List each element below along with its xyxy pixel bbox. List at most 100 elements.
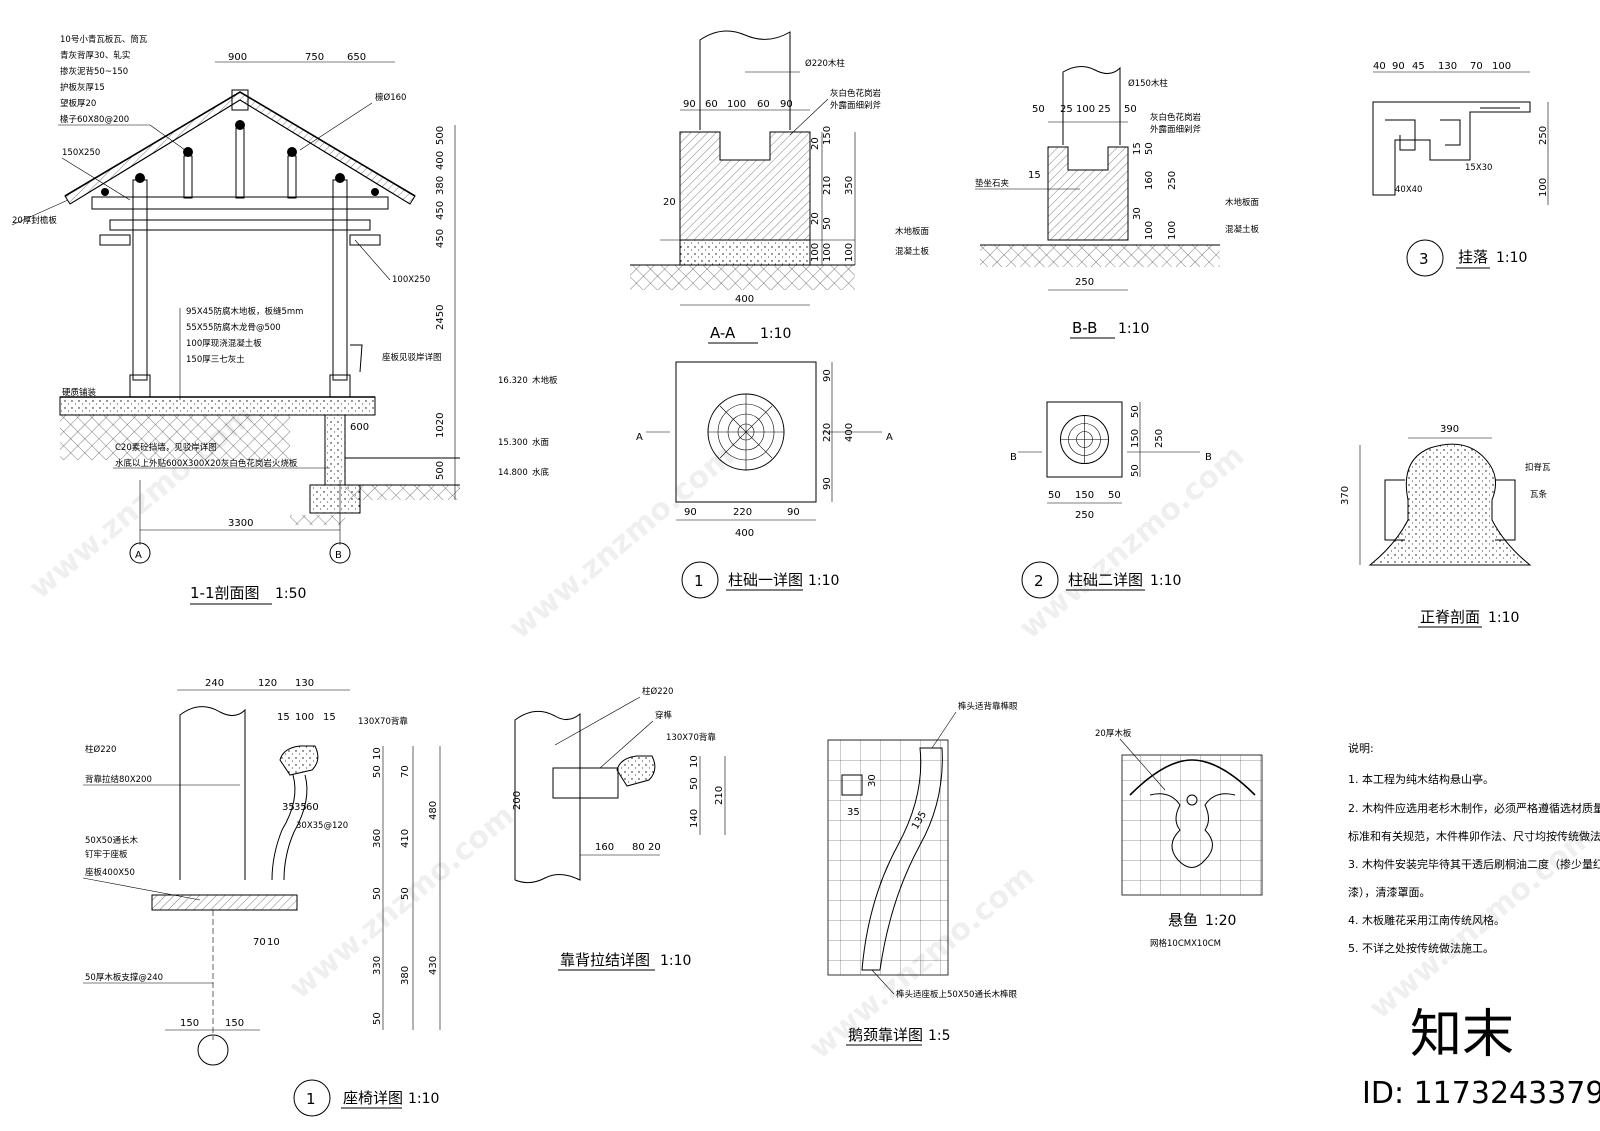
backrest-d-1: 200 [512, 791, 523, 810]
seat-gooseneck-line-2 [283, 774, 308, 881]
backrest-tenon [552, 767, 619, 799]
plinth2-b-1: 50 [1048, 490, 1061, 501]
seat-top-2: 120 [258, 678, 277, 689]
gualuo-detail: 40 90 45 130 70 100 250 100 15X30 40X40 … [1372, 61, 1549, 277]
seat-label-5: 座板400X50 [85, 867, 135, 878]
right-dim-3: 380 [435, 176, 446, 195]
floor-layer-1: 95X45防腐木地板，板缝5mm [186, 306, 303, 317]
plinth-aa-base [679, 239, 811, 266]
xuanyu-leader [1119, 738, 1166, 791]
gualuo-num-circle [1406, 239, 1444, 277]
plinth2-b-2: 150 [1075, 490, 1094, 501]
aa-r-8: 100 [822, 243, 833, 262]
seat-r-4: 360 [372, 829, 383, 848]
backrest-d-3: 80 [632, 842, 645, 853]
seat-label-3: 50X50通长木 [85, 835, 138, 846]
plinth1-plan: A A 90 220 90 400 90 220 90 400 1 柱础一详图 … [636, 361, 893, 599]
elev-2: 15.300 [498, 438, 528, 448]
note-7: 5. 不详之处按传统做法施工。 [1348, 941, 1494, 955]
aa-bottom: 400 [735, 294, 754, 305]
elev-3-label: 水底 [532, 467, 550, 478]
seat-sub-3: 15 [323, 712, 336, 723]
plinth-aa-body [679, 131, 811, 241]
xuanyu-grid-note: 网格10CMX10CM [1150, 938, 1221, 949]
axis-b: B [335, 550, 342, 561]
bb-layer-1: 木地板面 [1225, 197, 1260, 208]
aa-r-7: 100 [810, 243, 821, 262]
gualuo-scale: 1:10 [1496, 250, 1527, 266]
gualuo-top-6: 100 [1492, 61, 1511, 72]
seat-small-1: 35 [282, 802, 295, 813]
plinth1-num-circle [681, 561, 719, 599]
ridge-label-2: 瓦条 [1530, 489, 1548, 500]
bb-r-6: 100 [1144, 221, 1155, 240]
section-title: 1-1剖面图 [190, 584, 260, 602]
purlin-eave-right [335, 173, 345, 183]
seat-label-6: 50厚木板支撑@240 [85, 972, 163, 983]
seat-scale: 1:10 [408, 1091, 439, 1107]
detail-aa: 90 60 100 60 90 20 20 150 210 350 20 50 … [630, 30, 930, 344]
aa-r-9: 100 [844, 243, 855, 262]
purlin-label: 檩Ø160 [375, 92, 406, 103]
logo: 知末 [1410, 1005, 1514, 1065]
aa-r-3: 210 [822, 176, 833, 195]
floor-layer-4: 150厚三七灰土 [186, 354, 245, 365]
bb-bottom: 250 [1075, 277, 1094, 288]
backrest-d-8: 210 [714, 786, 725, 805]
notes-block: 说明: 1. 本工程为纯木结构悬山亭。 2. 木构件应选用老杉木制作，必须严格遵… [1348, 741, 1600, 955]
plinth1-num: 1 [694, 572, 704, 590]
plinth1-b-1: 90 [684, 507, 697, 518]
backrest-scale: 1:10 [660, 953, 691, 969]
seat-label-8: 30X35@120 [296, 821, 348, 831]
floor-layer-3: 100厚现浇混凝土板 [186, 338, 262, 349]
beam2-label: 100X250 [392, 275, 430, 285]
beam2-leader [354, 239, 391, 281]
aa-left: 20 [663, 197, 676, 208]
seat-r-3: 70 [400, 765, 411, 778]
purlin-right [287, 147, 297, 157]
seat-small-2: 35 [294, 802, 307, 813]
seat-r-8: 50 [400, 887, 411, 900]
bb-top-1: 50 [1032, 104, 1045, 115]
gooseneck-bottom-note: 榫头适座板上50X50通长木榫眼 [896, 989, 1017, 1000]
notes-heading: 说明: [1348, 741, 1374, 755]
seat-r-10: 430 [428, 956, 439, 975]
dim-3300: 3300 [228, 518, 253, 529]
xuanyu-center-dot [1186, 794, 1198, 806]
xuanyu-grid [1121, 754, 1263, 896]
gooseneck-bottom-leader [871, 969, 895, 995]
bb-left-label: 垫坐石夹 [975, 178, 1010, 189]
gooseneck-top-note: 榫头适背靠榫眼 [958, 701, 1018, 712]
backrest-label-2: 穿榫 [655, 710, 673, 721]
bb-left-dim: 15 [1028, 170, 1041, 181]
gooseneck-scale: 1:5 [928, 1028, 951, 1044]
aa-r-1: 20 [810, 137, 821, 150]
elev-3: 14.800 [498, 468, 528, 478]
aa-stone-label-1: 灰白色花岗岩 [830, 88, 882, 99]
elev-2-label: 水面 [532, 437, 550, 448]
right-dim-4: 450 [435, 201, 446, 220]
xuanyu-label: 20厚木板 [1095, 728, 1132, 739]
seat-r-7: 50 [372, 887, 383, 900]
retaining-wall [324, 414, 346, 486]
bb-stone-1: 灰白色花岗岩 [1150, 112, 1202, 123]
ridge-height: 370 [1340, 486, 1351, 505]
gualuo-label-2: 40X40 [1395, 185, 1422, 195]
right-dim-1: 500 [435, 126, 446, 145]
xuanyu-detail: 20厚木板 悬鱼 1:20 网格10CMX10CM [1095, 728, 1263, 949]
backrest-d-4: 20 [648, 842, 661, 853]
beam1-leader [61, 157, 131, 201]
seat-column [179, 706, 246, 880]
seat-b-2: 150 [225, 1018, 244, 1029]
gooseneck-curve [861, 747, 943, 971]
seat-r-11: 330 [372, 956, 383, 975]
gualuo-top-4: 130 [1438, 61, 1457, 72]
tie-beam [109, 219, 371, 231]
right-dim-7: 1020 [435, 413, 446, 438]
ridge-body [1368, 443, 1532, 566]
post-aa [699, 30, 791, 130]
bb-r-7: 100 [1167, 221, 1178, 240]
gooseneck-top-leader [931, 711, 957, 749]
bb-r-3: 160 [1144, 171, 1155, 190]
seat-r-2: 50 [372, 765, 383, 778]
